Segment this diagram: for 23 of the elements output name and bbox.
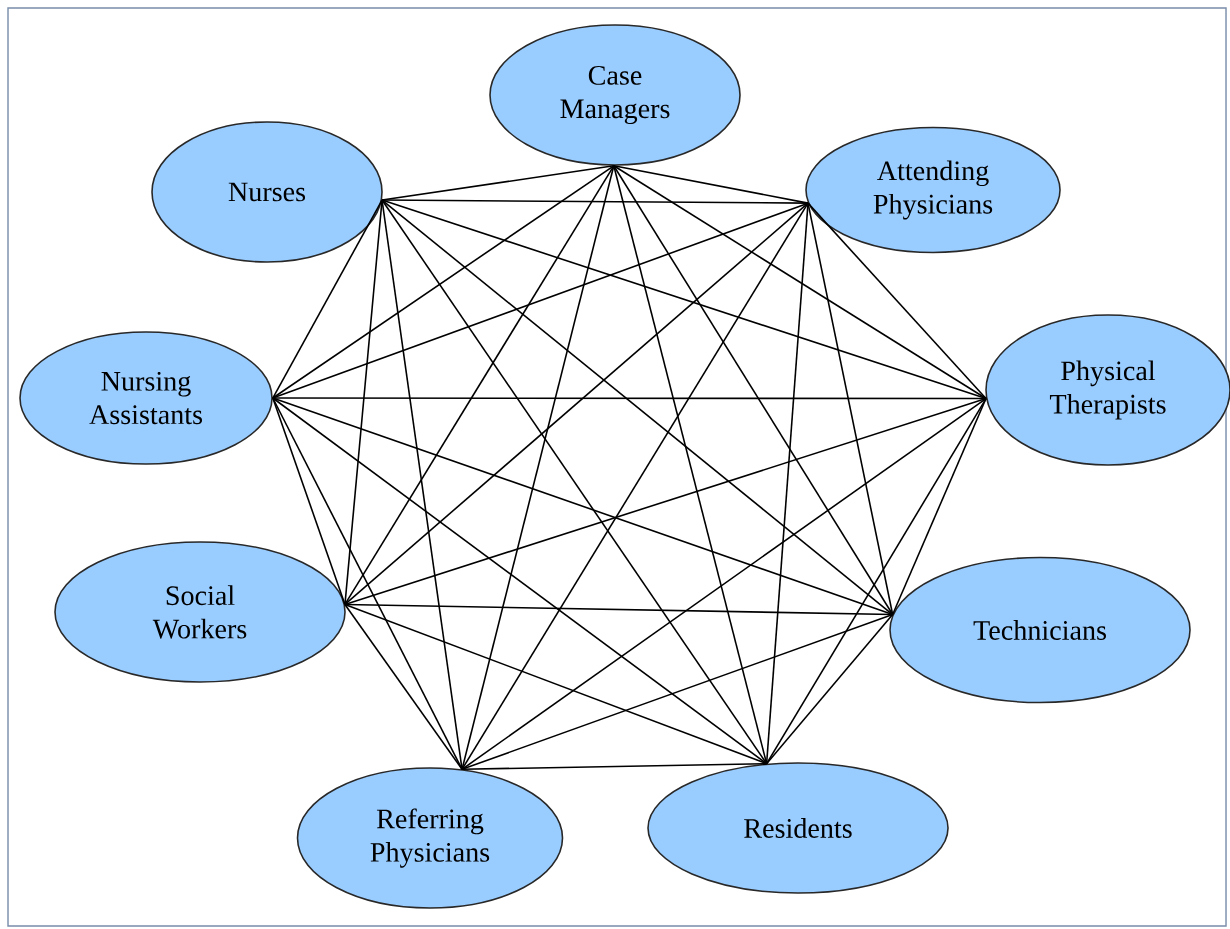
connector-line bbox=[272, 397, 987, 400]
connector-line bbox=[381, 199, 894, 616]
connector-line bbox=[272, 165, 615, 399]
connector-line bbox=[344, 202, 809, 606]
connector-line bbox=[272, 397, 346, 606]
connector-line bbox=[765, 397, 987, 765]
connector-line bbox=[344, 397, 987, 606]
connector-line bbox=[272, 397, 894, 616]
connector-line bbox=[344, 199, 383, 606]
connector-line bbox=[272, 199, 383, 399]
connector-line bbox=[381, 199, 987, 400]
connector-line bbox=[344, 603, 768, 765]
connector-line bbox=[272, 397, 768, 765]
connector-line bbox=[381, 199, 809, 204]
connector-line bbox=[461, 762, 768, 771]
connector-line bbox=[272, 202, 809, 399]
connector-line bbox=[461, 397, 987, 771]
connector-line bbox=[461, 202, 809, 771]
connector-line bbox=[765, 202, 809, 765]
connector-line bbox=[344, 603, 463, 771]
connector-line bbox=[765, 613, 894, 765]
connector-line bbox=[381, 199, 768, 765]
connector-line bbox=[807, 202, 987, 400]
